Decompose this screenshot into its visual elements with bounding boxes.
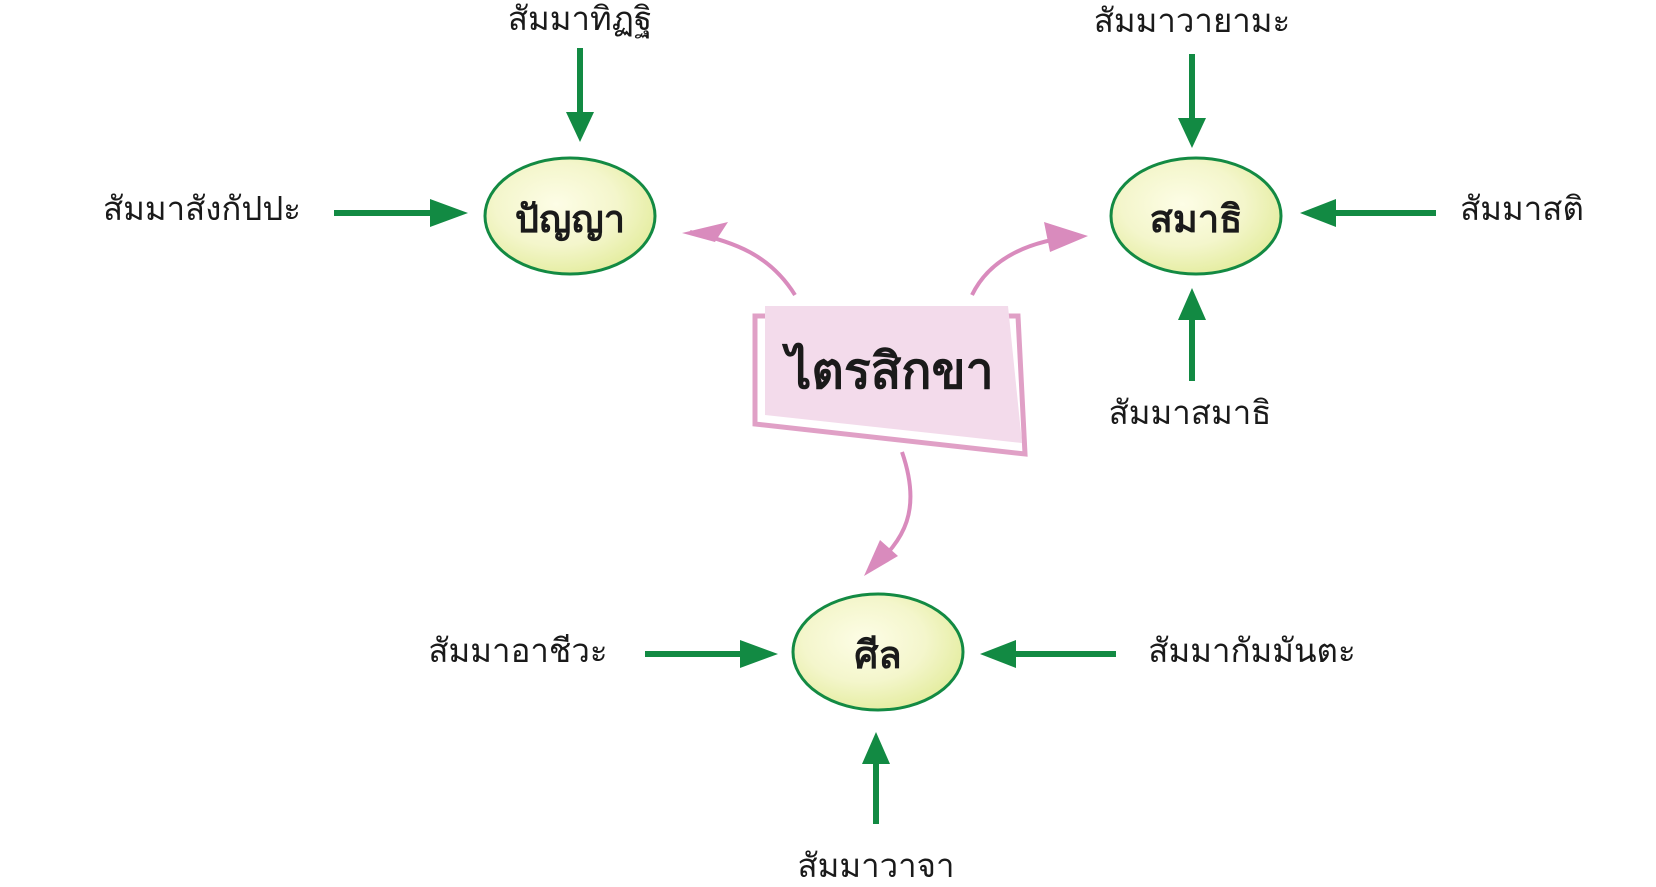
node-samathi: สมาธิ bbox=[1109, 156, 1283, 276]
label-right-mindfulness: สัมมาสติ bbox=[1460, 189, 1584, 228]
center-box: ไตรสิกขา bbox=[752, 306, 1028, 457]
node-panya-label: ปัญญา bbox=[515, 197, 625, 241]
label-right-intention: สัมมาสังกัปปะ bbox=[103, 189, 301, 228]
label-right-speech: สัมมาวาจา bbox=[797, 846, 954, 885]
arrowhead-right-effort bbox=[1178, 118, 1206, 148]
pink-arrowhead-samathi bbox=[1044, 222, 1088, 252]
node-samathi-ellipse bbox=[1109, 156, 1283, 276]
arrowhead-right-view bbox=[566, 112, 594, 142]
arrowhead-right-speech bbox=[862, 732, 890, 764]
arrowhead-right-intention bbox=[430, 199, 468, 227]
node-samathi-label: สมาธิ bbox=[1150, 197, 1243, 241]
label-right-view: สัมมาทิฏฐิ bbox=[508, 0, 652, 39]
pink-arrowheads bbox=[682, 222, 1088, 576]
pink-arrowhead-panya bbox=[682, 222, 728, 242]
label-right-effort: สัมมาวายามะ bbox=[1094, 1, 1291, 40]
center-label: ไตรสิกขา bbox=[781, 342, 994, 400]
node-panya: ปัญญา bbox=[483, 156, 657, 276]
green-arrowheads bbox=[430, 112, 1336, 764]
pink-arrowhead-sila bbox=[864, 540, 898, 576]
label-right-concentration: สัมมาสมาธิ bbox=[1109, 393, 1272, 432]
green-arrows bbox=[334, 48, 1436, 824]
node-sila-label: ศีล bbox=[854, 633, 901, 677]
arrowhead-right-mindfulness bbox=[1300, 199, 1336, 227]
arrowhead-right-concentration bbox=[1178, 288, 1206, 320]
center-box-face bbox=[765, 306, 1022, 443]
node-sila-ellipse bbox=[791, 592, 965, 712]
label-right-livelihood: สัมมาอาชีวะ bbox=[428, 631, 607, 670]
node-panya-ellipse bbox=[483, 156, 657, 276]
pink-arrow-to-panya bbox=[689, 230, 797, 297]
label-right-action: สัมมากัมมันตะ bbox=[1148, 631, 1355, 670]
arrowhead-right-action bbox=[980, 640, 1016, 668]
arrowhead-right-livelihood bbox=[740, 640, 778, 668]
node-sila: ศีล bbox=[791, 592, 965, 712]
